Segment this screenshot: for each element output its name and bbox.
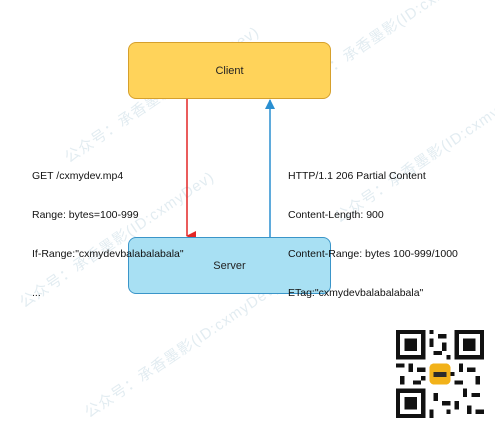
response-line: ETag:"cxmydevbalabalabala" — [288, 287, 424, 299]
response-line: HTTP/1.1 206 Partial Content — [288, 170, 426, 182]
response-text: HTTP/1.1 206 Partial Content Content-Len… — [288, 144, 458, 313]
request-line: GET /cxmydev.mp4 — [32, 170, 124, 182]
server-node: Server — [128, 237, 331, 294]
request-text: GET /cxmydev.mp4 Range: bytes=100-999 If… — [32, 144, 184, 313]
qr-code-icon — [396, 330, 484, 418]
response-line: Content-Range: bytes 100-999/1000 — [288, 248, 458, 260]
server-label: Server — [213, 259, 246, 272]
response-line: Content-Length: 900 — [288, 209, 384, 221]
request-line: If-Range:"cxmydevbalabalabala" — [32, 248, 184, 260]
request-line: ... — [32, 287, 41, 299]
client-node: Client — [128, 42, 331, 99]
client-label: Client — [215, 64, 244, 77]
request-line: Range: bytes=100-999 — [32, 209, 139, 221]
